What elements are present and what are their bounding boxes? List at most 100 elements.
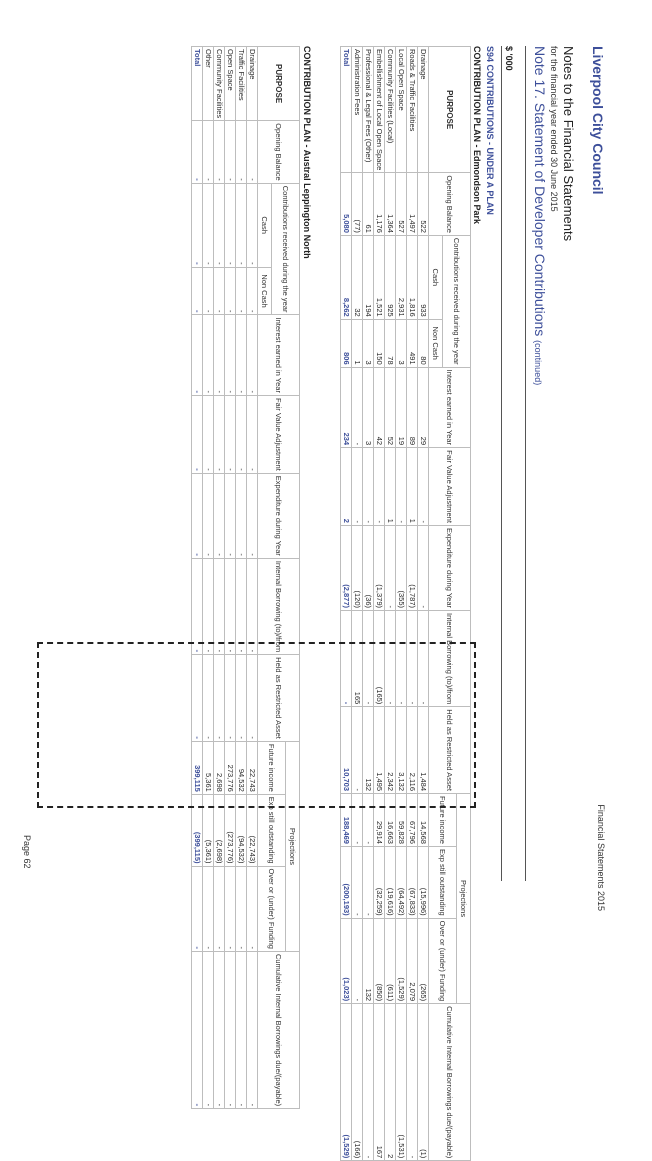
cell: 5,361 <box>202 741 214 795</box>
cell: - <box>191 267 203 315</box>
page-number: Page 62 <box>22 835 32 869</box>
cell: 3 <box>395 319 407 368</box>
cell: 32 <box>351 235 363 320</box>
cell: (1,531) <box>395 1003 407 1161</box>
cell: (19,616) <box>384 846 396 919</box>
cell: 234 <box>340 367 352 448</box>
cell: (120) <box>351 525 363 611</box>
cell: (2,698) <box>213 794 225 867</box>
cell: 2 <box>384 1003 396 1161</box>
internal-borrowing-header: Internal Borrowing (to)/from <box>257 558 300 655</box>
row-label: Community Facilities <box>213 46 225 121</box>
table-row: Open Space - - - - - - - - 273,776 (273,… <box>224 46 236 1109</box>
cell: - <box>351 706 363 794</box>
table-row: Professional & Legal Fees (Other) 61 194… <box>362 46 374 1161</box>
cell: 22,743 <box>246 741 258 795</box>
cell: - <box>235 314 247 396</box>
cell: (1,529) <box>340 1003 352 1161</box>
cell: (2,877) <box>340 525 352 611</box>
cell: 273,776 <box>224 741 236 795</box>
future-income-header: Future income <box>428 793 457 847</box>
cell: 1 <box>406 447 418 526</box>
cell: 89 <box>406 367 418 448</box>
cell: - <box>246 866 258 952</box>
cell: 1,521 <box>373 235 385 320</box>
fair-value-header: Fair Value Adjustment <box>257 395 300 474</box>
row-label: Open Space <box>224 46 236 121</box>
cell: - <box>191 473 203 559</box>
cell: 1 <box>384 447 396 526</box>
cell: 925 <box>384 235 396 320</box>
cell: - <box>224 473 236 559</box>
table-row: Drainage 522 933 80 29 - - - 1,484 14,56… <box>417 46 429 1161</box>
page-title: Notes to the Financial Statements <box>561 46 576 242</box>
over-under-funding-header: Over or (under) Funding <box>257 866 286 952</box>
cell: - <box>213 267 225 315</box>
cell: - <box>224 120 236 184</box>
cell: - <box>235 183 247 268</box>
row-label: Community Facilities (Local) <box>384 46 396 173</box>
cell: - <box>191 395 203 474</box>
cell: 8,262 <box>340 235 352 320</box>
cell: - <box>246 558 258 655</box>
cell: 59,828 <box>395 793 407 847</box>
cell: - <box>362 447 374 526</box>
table-row: Other - - - - - - - - 5,361 (5,361) - - <box>202 46 214 1109</box>
cell: - <box>351 846 363 919</box>
cell: (165) <box>373 610 385 707</box>
cell: - <box>213 951 225 1109</box>
note-title-text: Note 17. Statement of Developer Contribu… <box>532 46 548 337</box>
cell: - <box>213 473 225 559</box>
cell: (32,259) <box>373 846 385 919</box>
units-label: $ '000 <box>504 46 514 71</box>
cell: 80 <box>417 319 429 368</box>
cell: - <box>417 525 429 611</box>
expenditure-header: Expenditure during Year <box>257 473 300 559</box>
cell: - <box>213 183 225 268</box>
cell: 522 <box>417 172 429 236</box>
cell: - <box>246 183 258 268</box>
cell: 67,796 <box>406 793 418 847</box>
cell: (1) <box>417 1003 429 1161</box>
total-label: Total <box>191 46 203 121</box>
interest-header: Interest earned in Year <box>428 367 471 448</box>
cell: - <box>340 610 352 707</box>
cell: - <box>202 395 214 474</box>
table-row: Community Facilities (Local) 1,364 925 7… <box>384 46 396 1161</box>
table-row: Community Facilities - - - - - - - - 2,6… <box>213 46 225 1109</box>
contributions-header: Contributions received during the year <box>271 183 300 315</box>
cell: 527 <box>395 172 407 236</box>
cell: (166) <box>351 1003 363 1161</box>
cell: - <box>246 267 258 315</box>
edmondson-contributions-table: PURPOSE Opening Balance Contributions re… <box>340 46 471 1161</box>
cell: 1,816 <box>406 235 418 320</box>
row-label: Local Open Space <box>395 46 407 173</box>
row-label: Other <box>202 46 214 121</box>
cell: 2,079 <box>406 918 418 1004</box>
total-row: Total - - - - - - - - 399,115 (399,115) … <box>191 46 203 1109</box>
cell: - <box>224 654 236 742</box>
cell: 3 <box>362 319 374 368</box>
cell: - <box>362 610 374 707</box>
cell: - <box>213 120 225 184</box>
cell: (399,115) <box>191 794 203 867</box>
cell: 29 <box>417 367 429 448</box>
cell: 1 <box>351 319 363 368</box>
cell: - <box>202 183 214 268</box>
internal-borrowing-header: Internal Borrowing (to)/from <box>428 610 471 707</box>
cell: 2,342 <box>384 706 396 794</box>
cell: 19 <box>395 367 407 448</box>
cell: - <box>235 120 247 184</box>
cell: 3,132 <box>395 706 407 794</box>
cell: - <box>213 314 225 396</box>
cell: - <box>202 267 214 315</box>
cell: - <box>351 793 363 847</box>
row-label: Embellishment of Local Open Space <box>373 46 385 173</box>
purpose-header: PURPOSE <box>428 46 471 173</box>
cell: 1,495 <box>373 706 385 794</box>
table-row: Traffic Facilities - - - - - - - - 94,53… <box>235 46 247 1109</box>
rotated-page: Liverpool City Council Financial Stateme… <box>22 46 606 1161</box>
cell: 14,568 <box>417 793 429 847</box>
austral-plan-title: CONTRIBUTION PLAN - Austral Leppington N… <box>302 46 312 259</box>
cumulative-borrowings-header: Cumulative Internal Borrowings due/(paya… <box>257 951 300 1109</box>
